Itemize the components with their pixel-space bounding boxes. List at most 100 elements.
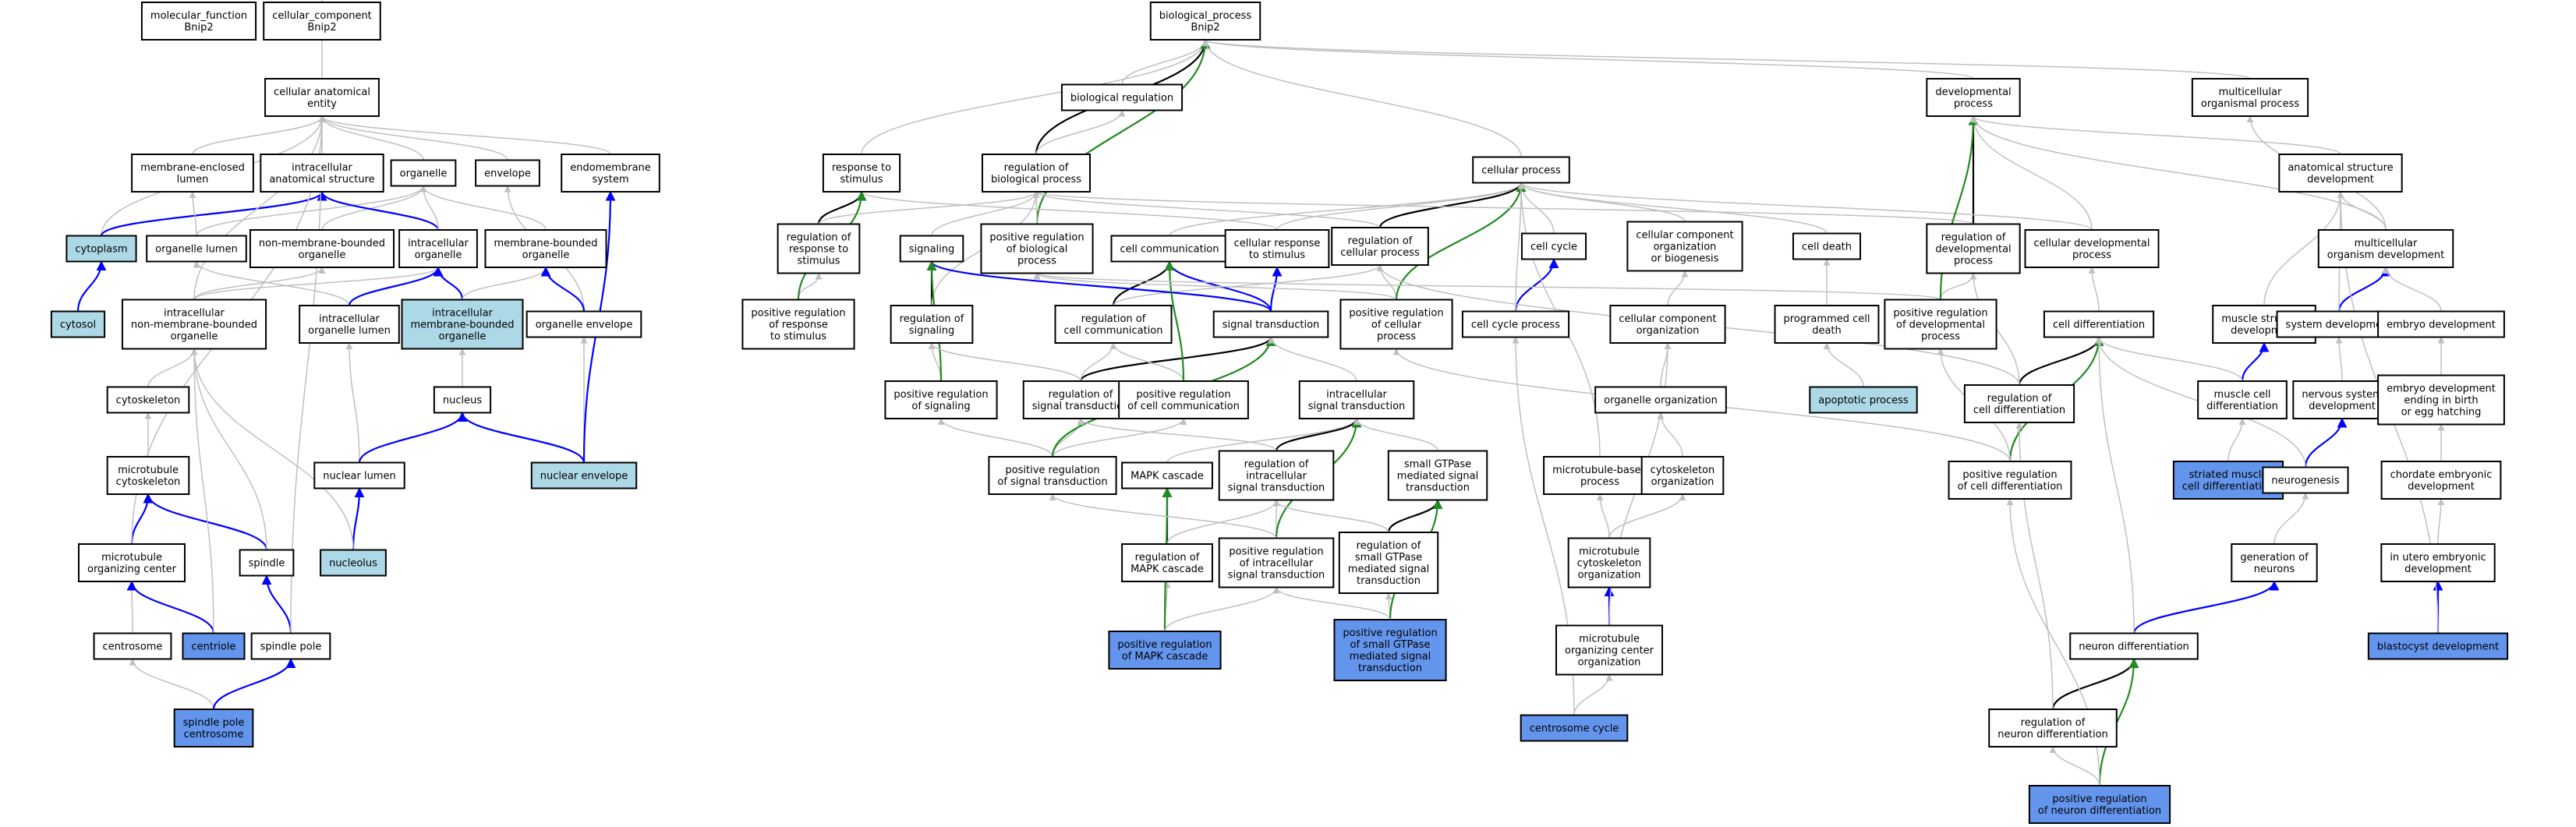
node-rsig-label-1: signaling (909, 325, 955, 337)
node-bp-label-0: biological_process (1159, 10, 1252, 22)
node-cc-label-1: Bnip2 (307, 22, 336, 34)
node-rist-label-2: signal transduction (1228, 482, 1325, 494)
node-rdp-label-2: process (1954, 256, 1993, 267)
node-cp-box (1472, 156, 1570, 184)
node-nsd-label-1: development (2309, 401, 2376, 412)
edge-ncl-to-nl (352, 487, 365, 550)
edge-cts-to-mtoc (128, 581, 136, 634)
edge-cp-to-bp (1201, 39, 1522, 157)
node-rbp-box (981, 154, 1092, 193)
node-bp-box (1149, 2, 1261, 41)
node-st-box (1212, 310, 1329, 338)
node-cc2-label-0: cell cycle (1530, 242, 1577, 253)
edge-ctl-to-inmbo (190, 348, 214, 634)
node-prcp-label-1: of cellular (1371, 320, 1422, 331)
edge-imbo-to-mbo (462, 267, 550, 300)
node-ced-label-0: chordate embryonic (2390, 469, 2493, 481)
node-mbo-label-1: organelle (522, 249, 570, 261)
node-io-label-1: organelle (415, 249, 462, 261)
node-asd-label-1: development (2307, 174, 2374, 186)
node-sig: signaling (899, 235, 964, 263)
edge-ed-to-mod (2382, 267, 2442, 312)
edge-mel-to-cae (192, 115, 326, 155)
node-ne-label-0: nuclear envelope (540, 471, 628, 482)
node-mocoo-label-1: organizing center (1565, 645, 1654, 657)
node-prsgtp-label-3: transduction (1358, 663, 1422, 674)
edge-rst-to-rsig (928, 342, 1081, 382)
node-ccp-label-0: cell cycle process (1471, 320, 1560, 331)
edge-env-to-cae (318, 115, 508, 161)
edge-inmbo-to-io (193, 267, 442, 301)
node-dp-label-0: developmental (1935, 87, 2011, 98)
node-ng-label-0: neurogenesis (2271, 475, 2339, 487)
node-mcso-label-1: cytoskeleton (1577, 558, 1642, 570)
node-cyt: cytosol (50, 310, 106, 338)
node-ced-box (2380, 461, 2502, 500)
node-rcd-box (1963, 384, 2075, 423)
node-ems-label-0: endomembrane (570, 162, 651, 174)
node-edeb-label-0: embryo development (2387, 383, 2496, 395)
node-iol-label-0: intracellular (319, 313, 380, 325)
edge-io-to-ias (317, 190, 440, 231)
edge-rst-to-st (1079, 336, 1276, 382)
edge-prccm-to-rccm (1109, 342, 1184, 382)
node-dp-label-1: process (1954, 98, 1993, 110)
node-ced-label-1: development (2408, 481, 2475, 493)
node-ccp-box (1461, 310, 1570, 338)
node-prmapk-box (1108, 631, 1222, 670)
node-rbp-label-0: regulation of (1004, 162, 1069, 174)
node-nd: neuron differentiation (2069, 632, 2199, 660)
edge-nl-to-nuc (358, 412, 468, 463)
node-prsig-label-0: positive regulation (893, 389, 988, 401)
node-prsgtp-label-2: mediated signal (1350, 651, 1431, 663)
node-oenv-box (525, 310, 642, 338)
edge-nd-to-gon (2132, 580, 2280, 634)
node-cdiff-box (2043, 310, 2155, 338)
node-cdp-box (2024, 229, 2160, 268)
node-spp-label-0: spindle pole (260, 641, 322, 653)
edge-sig-to-rbp (931, 191, 1040, 236)
node-mtcs-label-0: microtubule (118, 465, 179, 476)
node-mf-label-0: molecular_function (150, 10, 247, 22)
node-rdp-label-1: developmental (1935, 244, 2011, 256)
node-csk: cytoskeleton (106, 386, 190, 414)
edge-st-to-sig (926, 260, 1272, 313)
node-ist-box (1298, 380, 1415, 419)
node-cco-box (1609, 305, 1726, 344)
node-env-box (475, 159, 540, 187)
node-nuc-label-0: nucleus (443, 395, 482, 407)
edge-rmapk-to-rist (1166, 499, 1280, 545)
node-prdp-label-2: process (1921, 331, 1960, 343)
node-rcp-box (1331, 227, 1429, 266)
node-csc-label-0: centrosome cycle (1530, 723, 1619, 735)
node-mapk-box (1121, 461, 1213, 489)
node-rcp-label-0: regulation of (1348, 235, 1413, 247)
node-prcp-label-2: process (1377, 331, 1416, 343)
edge-msd-to-asd (2263, 191, 2344, 306)
node-prbp-label-0: positive regulation (989, 232, 1084, 244)
node-rts-label-0: response to (832, 162, 891, 174)
node-cdp-label-0: cellular developmental (2034, 238, 2150, 249)
edge-rbp-to-breg (1035, 109, 1126, 155)
node-ccm-box (1110, 235, 1229, 263)
node-spd-label-0: spindle (249, 558, 285, 570)
node-mbo-box (484, 229, 607, 268)
node-rrs-label-1: response to (789, 244, 848, 256)
node-imbo-label-2: organelle (439, 331, 487, 343)
